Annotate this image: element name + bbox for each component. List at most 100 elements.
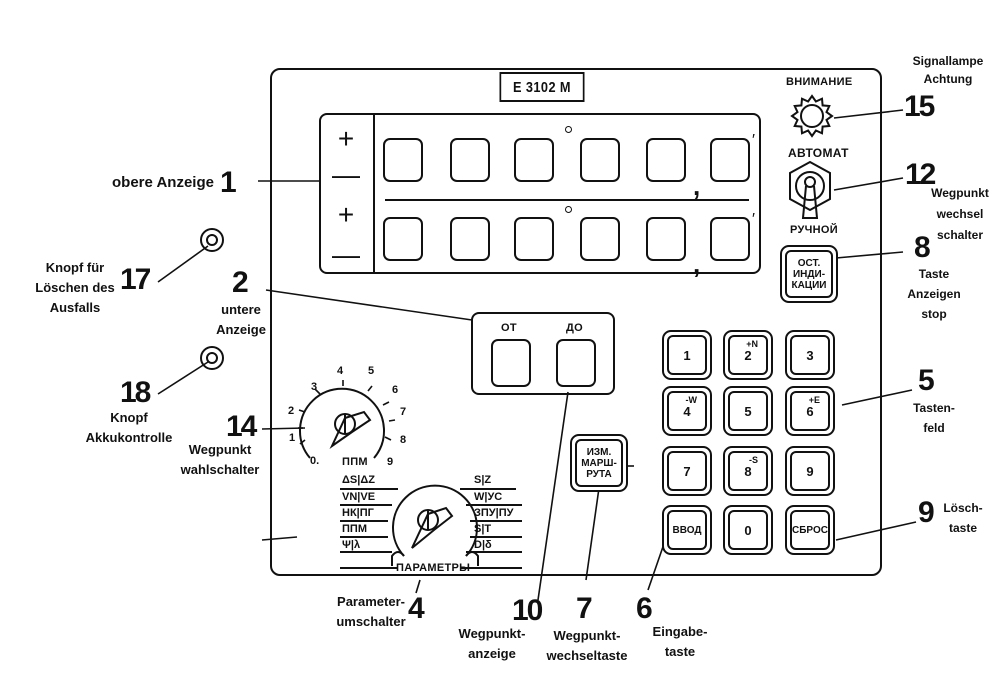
param-right-1: S|Z bbox=[474, 474, 492, 486]
lower-minus-sign: — bbox=[332, 239, 360, 270]
callout-8-number: 8 bbox=[914, 231, 931, 264]
selector-tick-8: 8 bbox=[400, 434, 407, 446]
leader-line-2 bbox=[265, 289, 473, 321]
param-right-4: S|T bbox=[474, 523, 492, 535]
leader-line-15 bbox=[833, 109, 904, 119]
toggle-manual-label: РУЧНОЙ bbox=[790, 224, 838, 236]
leader-line-8 bbox=[835, 251, 904, 259]
battery-check-knob[interactable] bbox=[200, 346, 224, 370]
leader-line-14 bbox=[261, 427, 306, 430]
lower-digit-4 bbox=[580, 217, 620, 261]
param-left-1: ΔS|ΔZ bbox=[342, 474, 375, 486]
leader-line-17 bbox=[157, 245, 209, 283]
lower-digit-2 bbox=[450, 217, 490, 261]
route-button-line-1: ИЗМ. bbox=[586, 446, 612, 458]
param-left-4: ППМ bbox=[342, 523, 367, 535]
upper-digit-5 bbox=[646, 138, 686, 182]
param-right-2: W|УС bbox=[474, 491, 503, 503]
keypad-key-direction: +E bbox=[808, 395, 820, 405]
fault-reset-knob[interactable] bbox=[200, 228, 224, 252]
callout-15-number: 15 bbox=[904, 90, 935, 123]
keypad-key-label: СБРОС bbox=[792, 524, 828, 536]
param-left-5: Ψ|λ bbox=[342, 539, 361, 551]
param-left-3: НК|ПГ bbox=[342, 507, 374, 519]
upper-minus-sign: — bbox=[332, 159, 360, 190]
upper-digit-3 bbox=[514, 138, 554, 182]
keypad-key[interactable]: 8-S bbox=[723, 446, 773, 496]
upper-digit-2 bbox=[450, 138, 490, 182]
callout-2-number: 2 bbox=[232, 266, 249, 299]
keypad-key-label: 9 bbox=[806, 463, 814, 479]
stop-indication-button[interactable]: ОСТ. ИНДИ- КАЦИИ bbox=[780, 245, 838, 303]
callout-1-text: obere Anzeige bbox=[112, 174, 214, 191]
keypad-key[interactable]: 2+N bbox=[723, 330, 773, 380]
upper-digit-4 bbox=[580, 138, 620, 182]
upper-digit-6 bbox=[710, 138, 750, 182]
lower-minute-mark: ′ bbox=[752, 211, 755, 228]
lower-comma: , bbox=[693, 249, 701, 279]
keypad-key[interactable]: 0 bbox=[723, 505, 773, 555]
selector-tick-3: 3 bbox=[311, 381, 318, 393]
callout-4-text: Parameter-umschalter bbox=[336, 594, 406, 629]
upper-minute-mark: ′ bbox=[752, 132, 755, 149]
keypad-key-label: 7 bbox=[683, 463, 691, 479]
route-change-button[interactable]: ИЗМ. МАРШ- РУТА bbox=[570, 434, 628, 492]
callout-9-text: Lösch-taste bbox=[943, 501, 983, 535]
toggle-switch bbox=[789, 160, 831, 219]
callout-5-text: Tasten-feld bbox=[913, 401, 955, 435]
lower-digit-5 bbox=[646, 217, 686, 261]
waypoint-from-window bbox=[491, 339, 531, 387]
keypad-key[interactable]: 7 bbox=[662, 446, 712, 496]
waypoint-from-label: ОТ bbox=[501, 322, 517, 334]
selector-tick-6: 6 bbox=[392, 384, 399, 396]
keypad-key[interactable]: СБРОС bbox=[785, 505, 835, 555]
waypoint-change-toggle[interactable] bbox=[788, 160, 832, 222]
leader-line-18 bbox=[157, 361, 209, 395]
callout-12-number: 12 bbox=[905, 158, 936, 191]
lower-degree-mark bbox=[565, 206, 572, 213]
keypad-key[interactable]: 4-W bbox=[662, 386, 712, 436]
parameter-switch-label: ПАРАМЕТРЫ bbox=[396, 562, 471, 574]
waypoint-display bbox=[471, 312, 615, 395]
parameter-switch[interactable] bbox=[390, 478, 480, 566]
callout-18-number: 18 bbox=[120, 376, 151, 409]
stop-button-line-2: ИНДИ- bbox=[792, 268, 826, 280]
keypad-key[interactable]: 9 bbox=[785, 446, 835, 496]
leader-line-7 bbox=[585, 487, 600, 581]
lower-plus-sign: + bbox=[337, 199, 355, 230]
keypad-key-label: 1 bbox=[683, 347, 691, 363]
keypad-key[interactable]: 6+E bbox=[785, 386, 835, 436]
keypad-key[interactable]: 1 bbox=[662, 330, 712, 380]
callout-14-number: 14 bbox=[226, 410, 257, 443]
keypad-key[interactable]: ВВОД bbox=[662, 505, 712, 555]
selector-tick-0: 0. bbox=[310, 455, 320, 467]
keypad-key-label: 4 bbox=[683, 403, 691, 419]
gear-outline bbox=[790, 94, 834, 138]
keypad-key-label: 3 bbox=[806, 347, 814, 363]
panel-mark bbox=[261, 536, 298, 541]
selector-tick-5: 5 bbox=[368, 365, 375, 377]
lower-digit-1 bbox=[383, 217, 423, 261]
callout-10-text: Wegpunkt-anzeige bbox=[458, 626, 526, 661]
callout-4-number: 4 bbox=[408, 592, 425, 625]
upper-plus-sign: + bbox=[337, 123, 355, 154]
navigation-control-panel bbox=[270, 68, 882, 576]
keypad-key[interactable]: 5 bbox=[723, 386, 773, 436]
keypad-key-label: ВВОД bbox=[672, 524, 702, 536]
sign-column: + — + — bbox=[319, 113, 375, 274]
callout-9-number: 9 bbox=[918, 496, 935, 529]
lamp-lens bbox=[800, 104, 824, 128]
callout-1-number: 1 bbox=[219, 166, 237, 199]
leader-line-10 bbox=[537, 391, 569, 601]
warning-lamp bbox=[792, 96, 832, 136]
keypad-key[interactable]: 3 bbox=[785, 330, 835, 380]
selector-tick-1: 1 bbox=[289, 432, 296, 444]
waypoint-selector[interactable] bbox=[304, 386, 394, 462]
selector-tick-2: 2 bbox=[288, 405, 295, 417]
route-button-line-3: РУТА bbox=[586, 468, 612, 480]
